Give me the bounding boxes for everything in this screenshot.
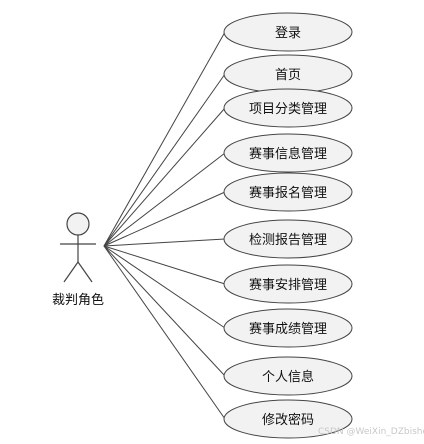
use-case-label: 赛事安排管理 bbox=[249, 277, 327, 293]
association-line bbox=[103, 245, 226, 377]
actor-left-leg bbox=[63, 261, 79, 283]
use-case: 修改密码 bbox=[223, 399, 353, 439]
use-case-ellipse bbox=[223, 172, 353, 212]
actor-name: 裁判角色 bbox=[52, 292, 104, 308]
use-case: 赛事信息管理 bbox=[223, 133, 353, 173]
association-line bbox=[103, 107, 226, 247]
use-case: 检测报告管理 bbox=[223, 219, 353, 259]
use-case-label: 登录 bbox=[275, 26, 301, 41]
use-case: 赛事报名管理 bbox=[223, 172, 353, 212]
use-case-label: 项目分类管理 bbox=[249, 102, 327, 117]
use-case-label: 首页 bbox=[275, 68, 301, 83]
use-case-label: 赛事信息管理 bbox=[249, 146, 327, 162]
use-case: 赛事成绩管理 bbox=[223, 308, 353, 348]
use-case-ellipse bbox=[223, 264, 353, 304]
association-line bbox=[103, 245, 226, 329]
association-line bbox=[103, 238, 226, 247]
use-case-ellipse bbox=[223, 356, 353, 396]
use-case-ellipse bbox=[223, 308, 353, 348]
association-line bbox=[103, 73, 226, 247]
association-line bbox=[103, 191, 226, 247]
use-case-ellipse bbox=[223, 399, 353, 439]
use-case-label: 检测报告管理 bbox=[249, 233, 327, 248]
association-lines bbox=[103, 31, 226, 420]
use-case-label: 个人信息 bbox=[262, 369, 314, 385]
association-line bbox=[103, 245, 226, 420]
use-case-list: 登录首页项目分类管理赛事信息管理赛事报名管理检测报告管理赛事安排管理赛事成绩管理… bbox=[223, 12, 353, 439]
association-line bbox=[103, 152, 226, 247]
use-case-label: 赛事报名管理 bbox=[249, 185, 327, 201]
use-case: 登录 bbox=[223, 12, 353, 52]
use-case: 首页 bbox=[223, 54, 353, 94]
association-line bbox=[103, 245, 226, 285]
actor: 裁判角色 bbox=[52, 212, 104, 308]
use-case: 项目分类管理 bbox=[223, 88, 353, 128]
use-case-ellipse bbox=[223, 133, 353, 173]
use-case-ellipse bbox=[223, 219, 353, 259]
use-case: 个人信息 bbox=[223, 356, 353, 396]
use-case-label: 赛事成绩管理 bbox=[249, 321, 327, 337]
use-case-label: 修改密码 bbox=[262, 412, 314, 428]
association-line bbox=[103, 31, 226, 247]
use-case-ellipse bbox=[223, 12, 353, 52]
use-case-ellipse bbox=[223, 88, 353, 128]
actor-head bbox=[66, 212, 90, 236]
use-case: 赛事安排管理 bbox=[223, 264, 353, 304]
watermark: CSDN @WeiXin_DZbishe bbox=[318, 427, 424, 437]
actor-right-leg bbox=[77, 261, 93, 283]
